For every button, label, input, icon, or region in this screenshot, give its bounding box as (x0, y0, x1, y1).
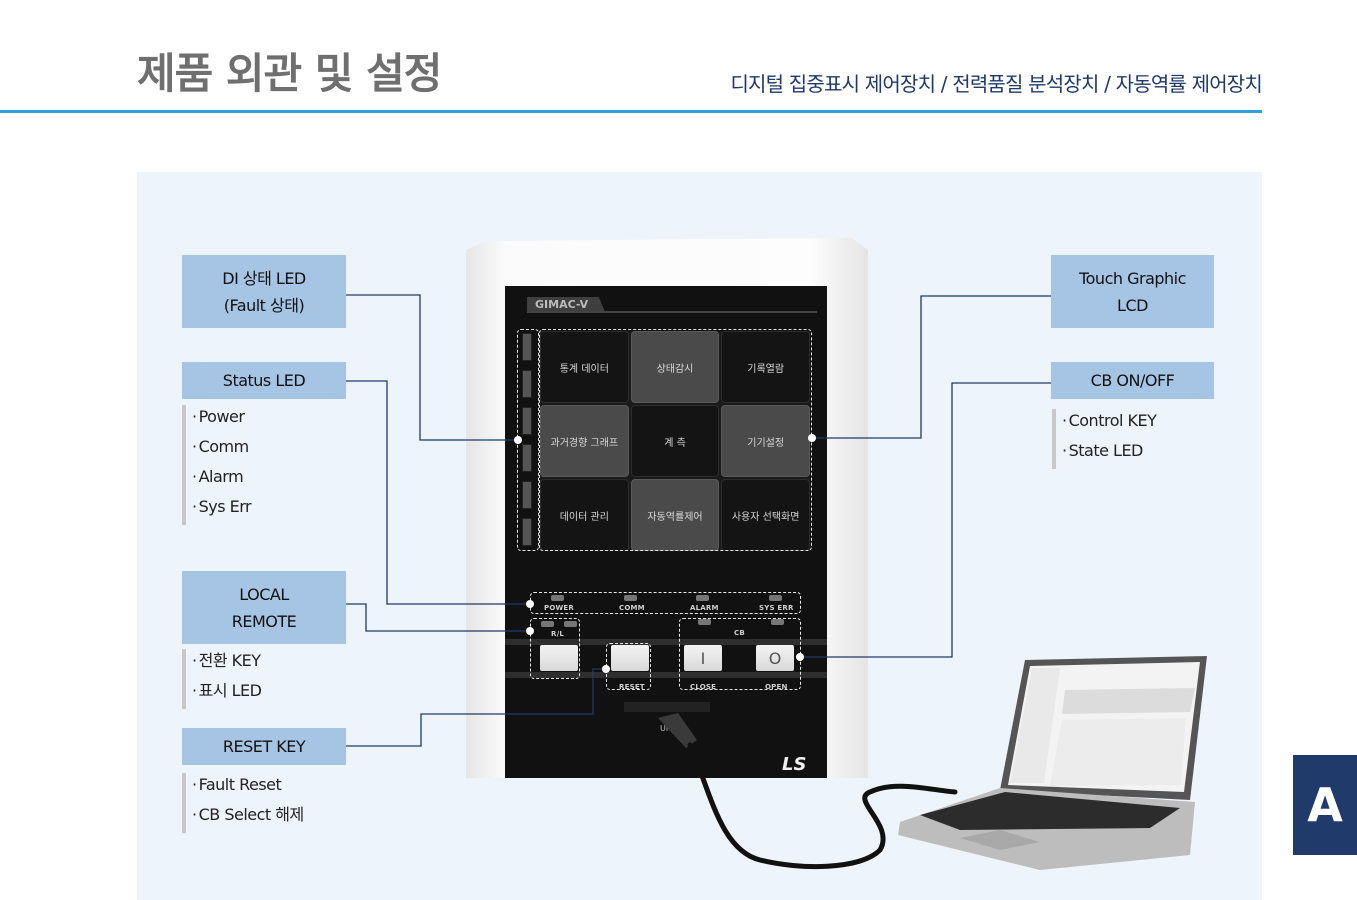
connector-local-remote (346, 603, 530, 632)
callout-line: DI 상태 LED (222, 268, 306, 288)
dot-di-led (514, 436, 522, 444)
list-item: Fault Reset (192, 773, 304, 803)
status-led-label: ALARM (690, 604, 719, 612)
cb-close-led (698, 619, 711, 625)
cb-close-key[interactable]: I (684, 645, 722, 671)
status-led-label: COMM (619, 604, 645, 612)
header-rule (0, 110, 1262, 113)
usb-plug (658, 713, 697, 748)
panel-strip (505, 672, 827, 678)
dot-cb (796, 653, 804, 661)
status-led-power (551, 595, 564, 601)
local-remote-list: 전환 KEY 표시 LED (182, 649, 262, 709)
callout-local-remote: LOCAL REMOTE (182, 571, 346, 644)
callout-line: CB ON/OFF (1090, 371, 1175, 390)
section-tab[interactable]: A (1293, 755, 1357, 855)
lcd-menu-item[interactable]: 상태감시 (630, 331, 720, 403)
cb-open-label: OPEN (765, 683, 788, 691)
list-item: Control KEY (1062, 409, 1157, 439)
usb-cable (687, 742, 958, 870)
cb-open-led (771, 619, 784, 625)
dot-local-remote (526, 627, 534, 635)
di-led (522, 333, 532, 361)
lcd-menu-item[interactable]: 사용자 선택화면 (721, 479, 810, 551)
status-led-syserr (769, 595, 782, 601)
laptop-icon (898, 656, 1207, 870)
connector-cb-onoff (800, 382, 1051, 658)
cb-onoff-list: Control KEY State LED (1052, 409, 1157, 469)
usb-port (624, 702, 710, 712)
di-led (522, 370, 532, 398)
callout-cb-onoff: CB ON/OFF (1051, 362, 1214, 399)
dot-status-led (526, 600, 534, 608)
rl-highlight (530, 618, 580, 679)
callout-reset-key: RESET KEY (182, 728, 346, 765)
reset-key-list: Fault Reset CB Select 해제 (182, 773, 304, 833)
ls-logo: LS (782, 754, 807, 775)
di-led (522, 518, 532, 546)
di-led (522, 407, 532, 435)
panel-strip (505, 639, 827, 645)
status-led-label: SYS ERR (759, 604, 794, 612)
status-led-label: POWER (544, 604, 574, 612)
lcd-menu-item[interactable]: 기록열람 (721, 331, 810, 403)
port-label: UI (660, 724, 669, 733)
callout-touch-lcd: Touch Graphic LCD (1051, 255, 1214, 328)
page-subtitle: 디지털 집중표시 제어장치 / 전력품질 분석장치 / 자동역률 제어장치 (730, 72, 1262, 96)
rl-switch-key[interactable] (540, 645, 578, 671)
lcd-menu-item[interactable]: 데이터 관리 (540, 479, 629, 551)
list-item: Comm (192, 435, 251, 465)
list-item: Alarm (192, 465, 251, 495)
status-led-list: Power Comm Alarm Sys Err (182, 405, 252, 525)
connector-di-led (346, 294, 518, 441)
cb-label: CB (734, 629, 745, 637)
lcd-menu-item[interactable]: 계 측 (630, 405, 720, 477)
callout-line: Touch Graphic (1079, 268, 1186, 288)
dot-reset (602, 665, 610, 673)
di-led-column (518, 330, 538, 550)
connector-touch-lcd (812, 295, 1051, 439)
callout-di-led: DI 상태 LED (Fault 상태) (182, 255, 346, 328)
lcd-menu-item[interactable]: 자동역률제어 (630, 479, 720, 551)
list-item: CB Select 해제 (192, 803, 305, 833)
rl-led-local (564, 621, 577, 627)
callout-line: RESET KEY (222, 737, 306, 756)
brand-label: GIMAC-V (527, 297, 605, 312)
callout-line: Status LED (222, 371, 306, 390)
list-item: 표시 LED (192, 679, 262, 709)
callout-line: LCD (1117, 295, 1148, 315)
list-item: Power (192, 405, 251, 435)
di-led (522, 481, 532, 509)
connector-status-led (346, 380, 530, 605)
callout-line: (Fault 상태) (223, 295, 305, 315)
status-led-alarm (696, 595, 709, 601)
callout-line: LOCAL (239, 584, 289, 604)
rl-label: R/L (551, 630, 565, 638)
rl-led-remote (541, 621, 554, 627)
list-item: State LED (1062, 439, 1156, 469)
lcd-menu-item[interactable]: 기기설정 (721, 405, 810, 477)
dot-lcd (808, 434, 816, 442)
cb-close-label: CLOSE (690, 683, 717, 691)
di-led (522, 444, 532, 472)
page-title: 제품 외관 및 설정 (137, 49, 442, 98)
cb-open-key[interactable]: O (756, 645, 794, 671)
touch-lcd-menu: 통계 데이터 상태감시 기록열람 과거경향 그래프 계 측 기기설정 데이터 관… (540, 331, 810, 551)
brand-divider (527, 311, 817, 313)
status-led-comm (624, 595, 637, 601)
reset-label: RESET (619, 683, 645, 691)
lcd-menu-item[interactable]: 과거경향 그래프 (540, 405, 629, 477)
reset-key[interactable] (611, 645, 649, 671)
list-item: 전환 KEY (192, 649, 261, 679)
callout-status-led: Status LED (182, 362, 346, 399)
connector-reset-key (346, 668, 606, 747)
callout-line: REMOTE (231, 611, 297, 631)
lcd-menu-item[interactable]: 통계 데이터 (540, 331, 629, 403)
list-item: Sys Err (192, 495, 252, 525)
